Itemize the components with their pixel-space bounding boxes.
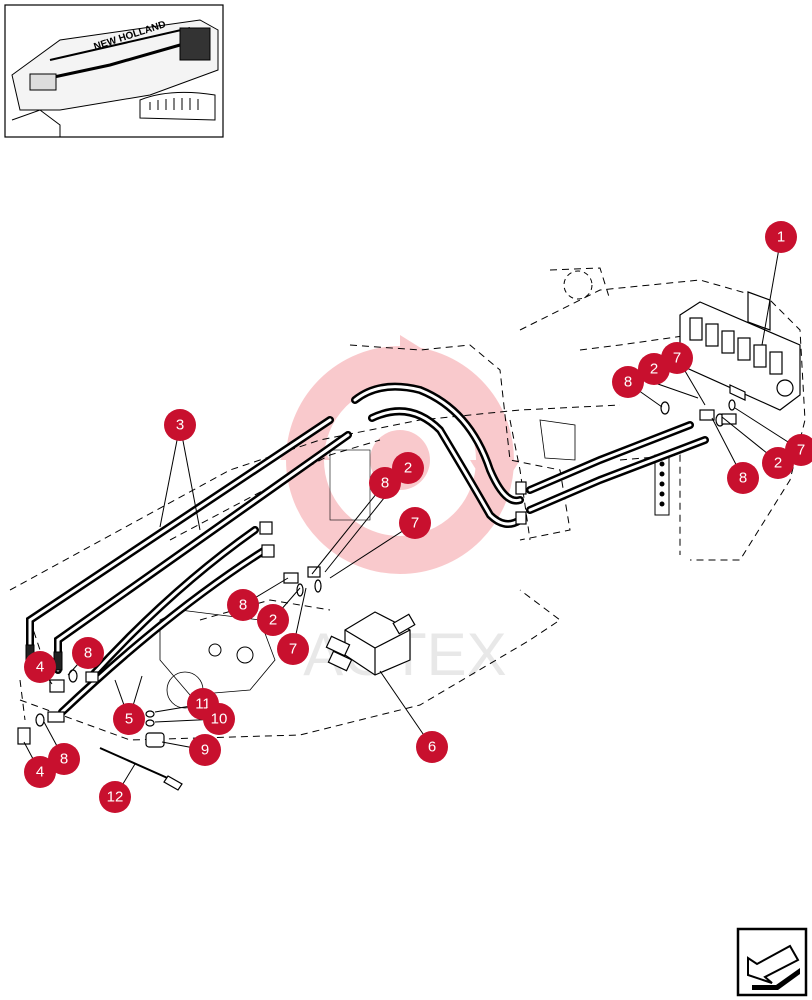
callout-8[interactable]: 8 (227, 589, 259, 621)
callout-8[interactable]: 8 (369, 467, 401, 499)
callout-label: 4 (36, 764, 44, 781)
control-valve (679, 291, 801, 411)
callout-4[interactable]: 4 (24, 756, 56, 788)
fittings (17, 399, 737, 791)
callout-10[interactable]: 10 (203, 703, 235, 735)
callout-5[interactable]: 5 (113, 703, 145, 735)
callout-7[interactable]: 7 (399, 507, 431, 539)
callout-2[interactable]: 2 (762, 447, 794, 479)
callout-label: 7 (289, 641, 297, 658)
callout-label: 9 (201, 742, 209, 759)
thumbnail-inset: NEW HOLLAND (4, 4, 224, 138)
callout-label: 10 (211, 711, 228, 728)
diverter-valve (325, 611, 416, 676)
callout-label: 8 (60, 751, 68, 768)
callout-8[interactable]: 8 (48, 743, 80, 775)
callout-8[interactable]: 8 (72, 637, 104, 669)
callout-label: 12 (107, 789, 124, 806)
callout-label: 2 (269, 612, 277, 629)
callout-label: 8 (84, 645, 92, 662)
callout-label: 8 (239, 597, 247, 614)
callout-9[interactable]: 9 (189, 734, 221, 766)
callout-label: 6 (428, 739, 436, 756)
callout-2[interactable]: 2 (392, 452, 424, 484)
callout-label: 2 (650, 361, 658, 378)
callout-label: 7 (797, 442, 805, 459)
callout-6[interactable]: 6 (416, 731, 448, 763)
callout-7[interactable]: 7 (661, 342, 693, 374)
callout-label: 4 (36, 659, 44, 676)
callout-4[interactable]: 4 (24, 651, 56, 683)
callout-1[interactable]: 1 (765, 221, 797, 253)
callout-label: 1 (777, 229, 785, 246)
callout-label: 8 (624, 374, 632, 391)
callout-3[interactable]: 3 (164, 409, 196, 441)
callout-label: 3 (176, 417, 184, 434)
callout-8[interactable]: 8 (727, 462, 759, 494)
thumbnail-machine: NEW HOLLAND (11, 19, 219, 137)
callout-label: 5 (125, 711, 133, 728)
callout-label: 8 (739, 470, 747, 487)
callout-label: 8 (381, 475, 389, 492)
callout-8[interactable]: 8 (612, 366, 644, 398)
callout-label: 7 (411, 515, 419, 532)
callout-2[interactable]: 2 (257, 604, 289, 636)
callout-label: 11 (195, 696, 211, 713)
callout-label: 2 (774, 455, 782, 472)
callout-12[interactable]: 12 (99, 781, 131, 813)
callout-7[interactable]: 7 (277, 633, 309, 665)
chassis-outline (9, 267, 806, 741)
next-page-arrow-icon[interactable] (736, 927, 808, 997)
callout-label: 7 (673, 350, 681, 367)
callout-label: 2 (404, 460, 412, 477)
